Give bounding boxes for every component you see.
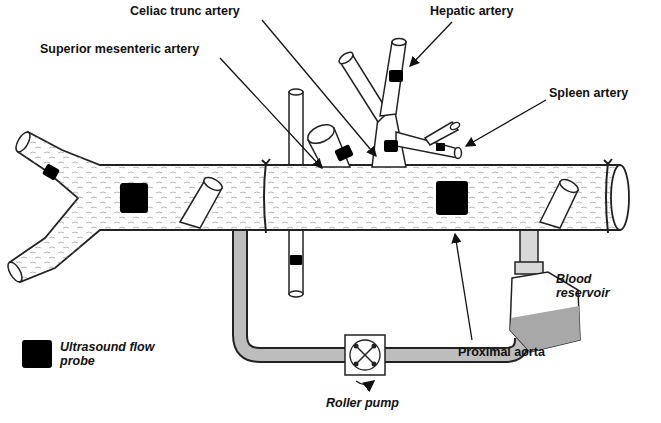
leader-line: [220, 20, 546, 340]
cannula: [180, 175, 580, 228]
reservoir-cap: [515, 262, 543, 274]
artery-label: Celiac trunc artery: [130, 4, 240, 18]
artery-label: Spleen artery: [549, 86, 628, 100]
reservoir-label: Blood reservoir: [556, 272, 646, 301]
artery-label: Superior mesenteric artery: [40, 42, 199, 56]
artery-label: Hepatic artery: [430, 4, 513, 18]
legend-text: Ultrasound flow probe: [60, 340, 155, 369]
superior-mesenteric-artery: [305, 121, 350, 167]
pump-label: Roller pump: [326, 396, 399, 410]
legend-swatch: [22, 340, 52, 368]
aorta-label: Proximal aorta: [458, 345, 545, 359]
ligature: [262, 159, 612, 233]
celiac-trunk: [337, 39, 461, 168]
roller-pump: [345, 335, 385, 385]
flow-probe: [42, 70, 468, 265]
